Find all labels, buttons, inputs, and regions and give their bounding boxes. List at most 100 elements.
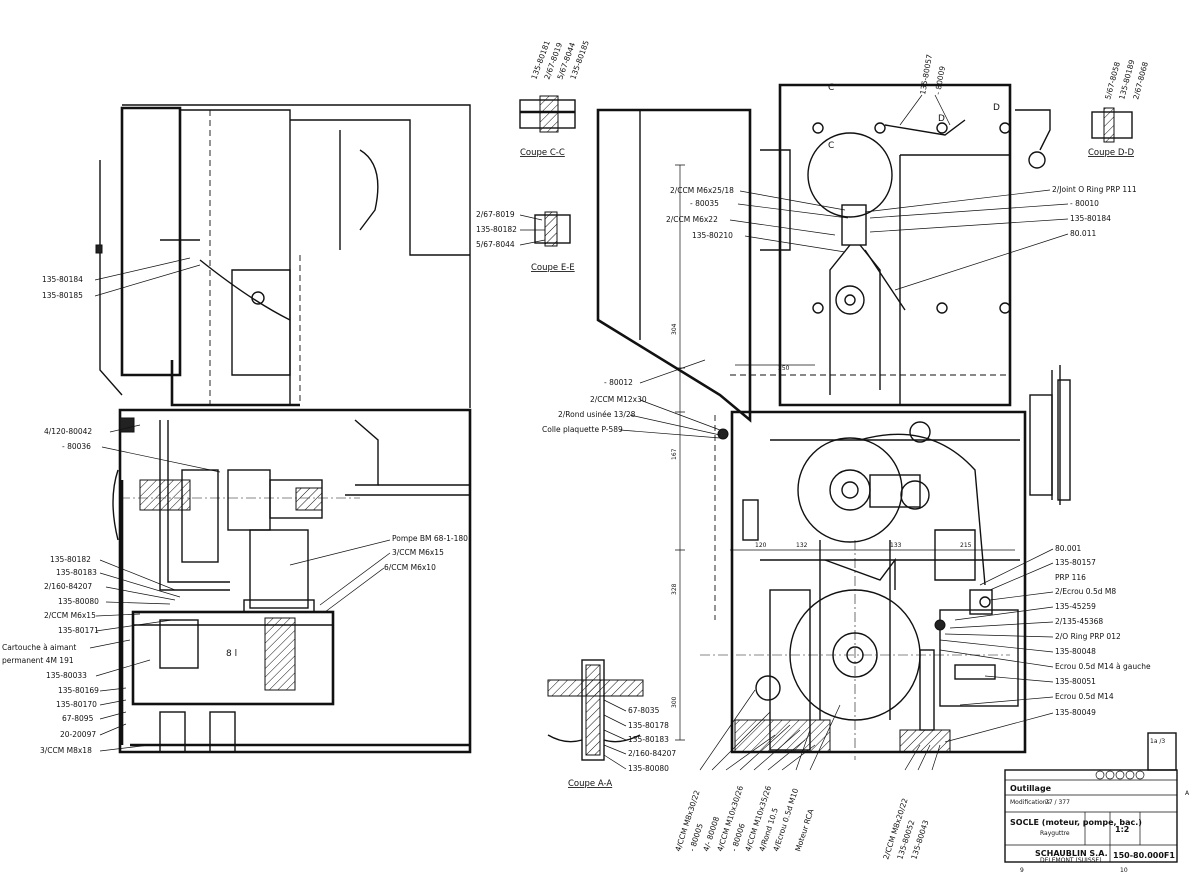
callout-label: Moteur RCA xyxy=(793,807,815,852)
title-block: 1a /3 Outillage Modifications 77 / 377 S… xyxy=(1004,732,1190,864)
callout-label: Ecrou 0.5d M14 xyxy=(1055,692,1114,701)
callout-label: Colle plaquette P-589 xyxy=(542,425,623,434)
callout-label: - 80009 xyxy=(933,65,947,95)
callout-label: 80.001 xyxy=(1055,544,1081,553)
callout-label: permanent 4M 191 xyxy=(2,656,74,665)
callout-label: - 80035 xyxy=(690,199,719,208)
callout-label: 3/CCM M8x18 xyxy=(40,746,92,755)
callout-label: 135-80185 xyxy=(42,291,83,300)
section-aa: 67-8035 135-80178 135-80183 2/160-84207 … xyxy=(547,659,676,789)
callout-label: 135-80184 xyxy=(42,275,83,284)
section-title: Coupe A-A xyxy=(568,779,612,789)
callout-label: 2/CCM M6x15 xyxy=(44,611,96,620)
callout-label: 20-20097 xyxy=(60,730,96,739)
section-ee: 2/67-8019 135-80182 5/67-8044 Coupe E-E xyxy=(476,210,575,273)
callout-label: 135-80080 xyxy=(58,597,99,606)
revision-circles xyxy=(1095,770,1145,780)
callout-label: 2/Ecrou 0.5d M8 xyxy=(1055,587,1116,596)
section-label: 135-80080 xyxy=(628,764,669,773)
left-elevation-view xyxy=(95,104,472,754)
callout-label: 2/135-45368 xyxy=(1055,617,1103,626)
callout-label: - 80036 xyxy=(62,442,91,451)
border-letter: A xyxy=(1185,790,1190,797)
callout-label: - 80010 xyxy=(1070,199,1099,208)
callout-label: 2/Rond usinée 13/28 xyxy=(558,410,636,419)
callout-label: 80.011 xyxy=(1070,229,1096,238)
callout-label: 135-80182 xyxy=(50,555,91,564)
border-number: 10 xyxy=(1120,867,1128,874)
section-mark: D xyxy=(938,114,945,124)
section-label: 67-8035 xyxy=(628,706,660,715)
center-elevation-view xyxy=(596,83,1071,760)
callout-label: 135-80049 xyxy=(1055,708,1096,717)
dimension-labels: 304 167 328 300 250 120 132 133 215 C C … xyxy=(671,83,1000,708)
section-mark: C xyxy=(828,141,834,151)
callout-label: 2/CCM M6x25/18 xyxy=(670,186,734,195)
right-callouts: 2/Joint O Ring PRP 111 - 80010 135-80184… xyxy=(864,185,1151,743)
callout-label: 2/160-84207 xyxy=(44,582,92,591)
section-title: Coupe C-C xyxy=(520,148,565,158)
company-subtitle: DELEMONT (SUISSE) xyxy=(1040,857,1102,864)
callout-label: PRP 116 xyxy=(1055,573,1086,582)
callout-label: 135-80048 xyxy=(1055,647,1096,656)
callout-label: 6/CCM M6x10 xyxy=(384,563,436,572)
callout-label: Cartouche à aimant xyxy=(2,643,76,652)
callout-label: - 80012 xyxy=(604,378,633,387)
section-label: 135-80182 xyxy=(476,225,517,234)
dimension-label: 328 xyxy=(671,583,678,595)
drawing-subtitle: Rayguttre xyxy=(1040,830,1070,837)
callout-label: 135-80184 xyxy=(1070,214,1111,223)
left-callouts: 135-80184 135-80185 4/120-80042 - 80036 … xyxy=(2,257,468,755)
section-title: Coupe E-E xyxy=(531,263,575,273)
ref-code: 77 / 377 xyxy=(1045,799,1070,806)
dimension-label: 304 xyxy=(671,323,678,335)
drawing-title: SOCLE (moteur, pompe, bac.) xyxy=(1010,818,1142,827)
section-cc: 135-80181 2/67-8019 5/67-8044 135-80185 … xyxy=(519,39,591,158)
section-label: 5/67-8044 xyxy=(476,240,515,249)
bottom-callouts: 4/CCM M8x30/22 - 80005 4/- 80008 4/CCM M… xyxy=(673,689,941,861)
callout-label: 135-80170 xyxy=(56,700,97,709)
callout-label: 2/CCM M6x22 xyxy=(666,215,718,224)
callout-label: 135-80171 xyxy=(58,626,99,635)
callout-label: 135-80157 xyxy=(1055,558,1096,567)
center-callouts: 2/CCM M6x25/18 - 80035 2/CCM M6x22 135-8… xyxy=(542,186,849,439)
callout-label: 4/120-80042 xyxy=(44,427,92,436)
border-number: 9 xyxy=(1020,867,1024,874)
scale-value: 1:2 xyxy=(1115,825,1129,834)
dimension-label: 120 xyxy=(755,542,767,549)
callout-label: Pompe BM 68-1-180 xyxy=(392,534,468,543)
outillage-label: Outillage xyxy=(1010,784,1052,793)
dimension-label: 300 xyxy=(671,696,678,708)
callout-label: 67-8095 xyxy=(62,714,94,723)
callout-label: Ecrou 0.5d M14 à gauche xyxy=(1055,662,1151,671)
company-name: SCHAUBLIN S.A. xyxy=(1035,849,1108,858)
tank-volume-label: 8 l xyxy=(226,649,237,659)
callout-label: 135-80051 xyxy=(1055,677,1096,686)
callout-label: 2/O Ring PRP 012 xyxy=(1055,632,1121,641)
section-label: 2/160-84207 xyxy=(628,749,676,758)
section-label: 2/67-8019 xyxy=(476,210,515,219)
section-mark: D xyxy=(993,103,1000,113)
callout-label: 3/CCM M6x15 xyxy=(392,548,444,557)
dimension-label: 167 xyxy=(671,448,678,460)
dimension-label: 215 xyxy=(960,542,972,549)
callout-label: 135-80033 xyxy=(46,671,87,680)
section-label: 135-80178 xyxy=(628,721,669,730)
drawing-number: 150-80.000F1 xyxy=(1113,851,1175,860)
callout-label: 135-80169 xyxy=(58,686,99,695)
callout-label: 135-80057 xyxy=(918,53,934,95)
callout-label: 135-45259 xyxy=(1055,602,1096,611)
dimension-label: 133 xyxy=(890,542,902,549)
sheet-number: 1a /3 xyxy=(1150,738,1165,745)
dimension-label: 132 xyxy=(796,542,808,549)
callout-label: 2/CCM M12x30 xyxy=(590,395,647,404)
section-label: 135-80183 xyxy=(628,735,669,744)
section-title: Coupe D-D xyxy=(1088,148,1134,158)
callout-label: 2/Joint O Ring PRP 111 xyxy=(1052,185,1137,194)
callout-label: 135-80210 xyxy=(692,231,733,240)
section-dd: 5/67-8058 135-80189 2/67-8068 Coupe D-D xyxy=(1088,58,1150,158)
dimension-label: 250 xyxy=(778,365,790,372)
section-mark: C xyxy=(828,83,834,93)
modifications-label: Modifications xyxy=(1010,799,1050,806)
